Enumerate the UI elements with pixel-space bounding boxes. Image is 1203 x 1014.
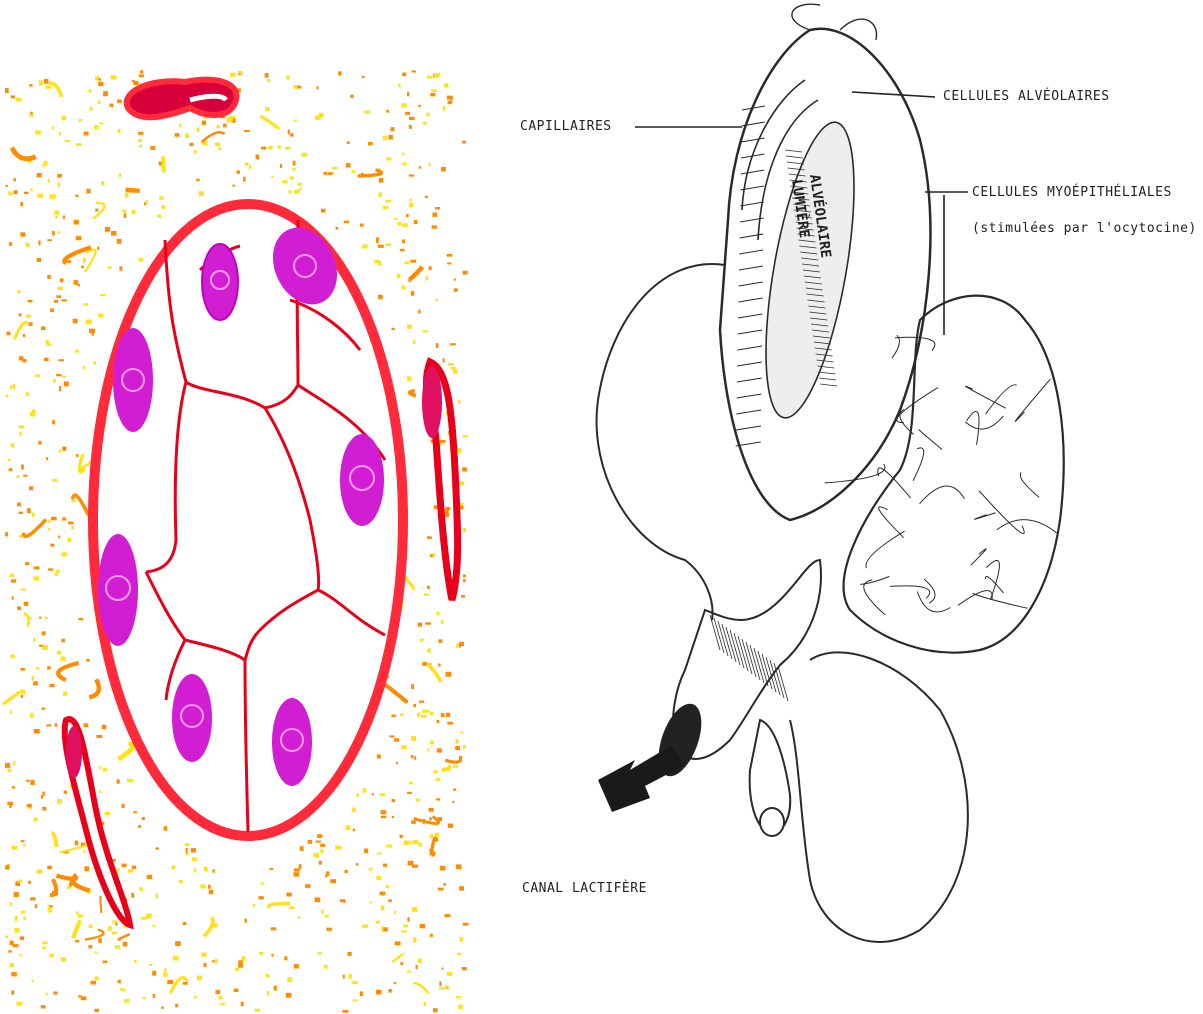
nucleus: [272, 698, 312, 786]
label-myoepitheliales-line1: CELLULES MYOÉPITHÉLIALES: [972, 184, 1172, 200]
milk-flow-arrow: [598, 745, 685, 812]
alveolus-section-figure: [0, 0, 480, 1014]
blood-vessel-bottom-left: [65, 719, 130, 925]
alveolus-cutaway: [720, 4, 930, 520]
nucleus: [340, 434, 384, 526]
label-canal-lactifere: CANAL LACTIFÈRE: [522, 880, 647, 896]
alveolar-lumen: [748, 116, 871, 424]
nucleus: [98, 534, 138, 646]
nucleus: [172, 674, 212, 762]
blood-vessel-right: [422, 362, 458, 600]
label-myoepitheliales-line2: (stimulées par l'ocytocine): [972, 221, 1197, 236]
nucleus: [113, 328, 153, 432]
mammary-alveoli-drawing: CAPILLAIRES CELLULES ALVÉOLAIRES CELLULE…: [480, 0, 1203, 1014]
nucleus: [202, 244, 238, 320]
label-capillaires: CAPILLAIRES: [520, 119, 612, 134]
alveolus-outline-bottom: [790, 652, 968, 942]
lactiferous-ducts: [650, 560, 821, 836]
label-cellules-alveolaires: CELLULES ALVÉOLAIRES: [943, 88, 1110, 104]
alveolus-outline-left: [597, 264, 725, 620]
blood-vessel-top: [127, 80, 237, 117]
